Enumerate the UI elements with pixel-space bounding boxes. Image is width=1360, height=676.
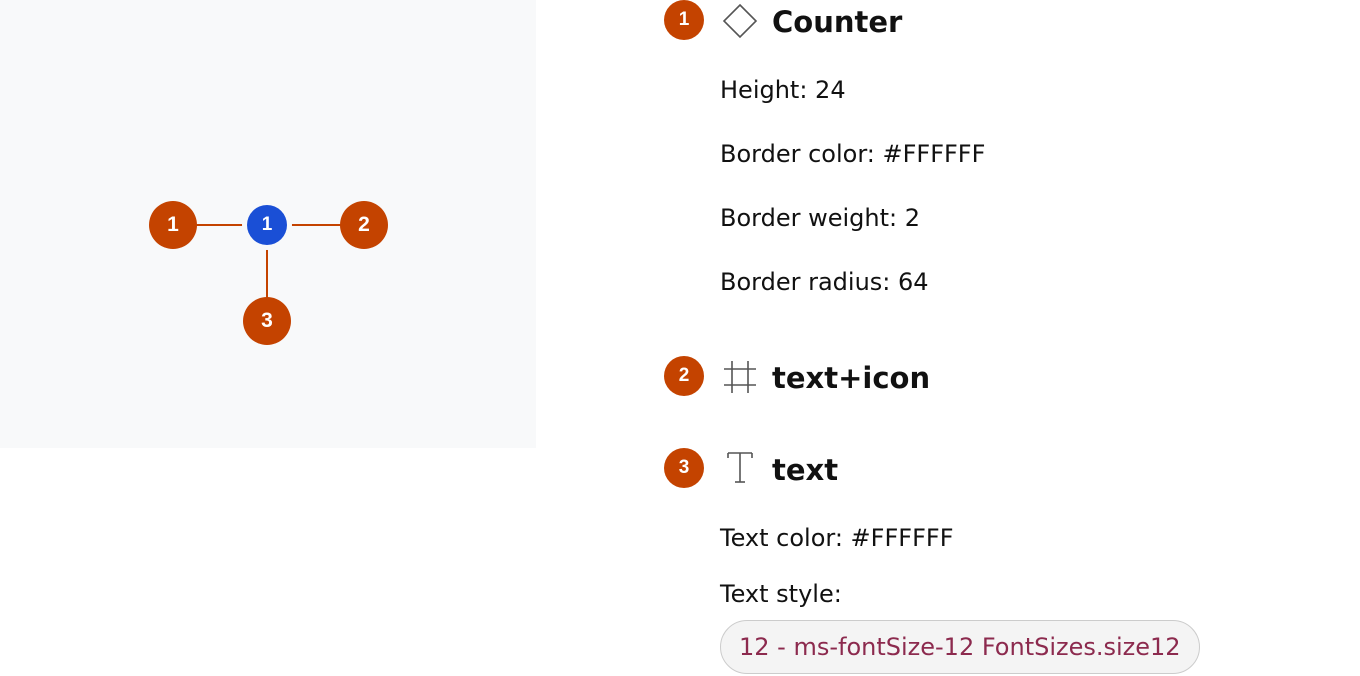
section-title-text-icon: text+icon — [772, 361, 931, 395]
property-height: Height: 24 — [720, 76, 846, 104]
component-preview: 1 1 2 3 — [0, 0, 536, 448]
text-icon — [727, 452, 753, 483]
diamond-icon — [722, 3, 758, 39]
text-style-token: 12 - ms-fontSize-12 FontSizes.size12 — [720, 620, 1200, 674]
frame-icon — [724, 361, 756, 393]
section-number-3: 3 — [664, 448, 704, 488]
counter-center-marker: 1 — [247, 205, 287, 245]
section-number-1: 1 — [664, 0, 704, 40]
property-text-style: Text style: — [720, 580, 842, 608]
property-text-color: Text color: #FFFFFF — [720, 524, 954, 552]
property-border-radius: Border radius: 64 — [720, 268, 929, 296]
section-number-2: 2 — [664, 356, 704, 396]
property-border-weight: Border weight: 2 — [720, 204, 920, 232]
callout-badge-1: 1 — [149, 201, 197, 249]
section-title-counter: Counter — [772, 5, 903, 39]
callout-badge-2: 2 — [340, 201, 388, 249]
callout-badge-3: 3 — [243, 297, 291, 345]
property-border-color: Border color: #FFFFFF — [720, 140, 986, 168]
section-title-text: text — [772, 453, 839, 487]
